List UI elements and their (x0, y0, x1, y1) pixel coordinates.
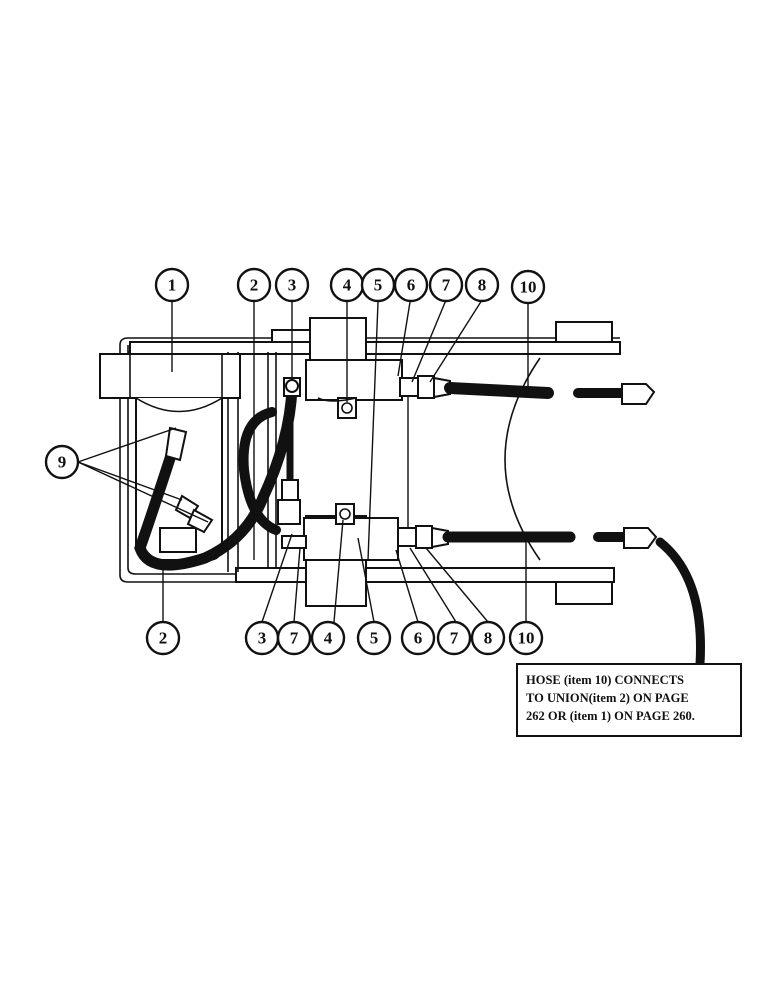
svg-text:2: 2 (250, 276, 259, 295)
svg-text:7: 7 (442, 276, 451, 295)
bottom-callouts: 2 3 7 4 5 6 7 8 (145, 620, 544, 656)
callout-top-1: 1 (154, 267, 190, 303)
callout-bottom-5: 5 (356, 620, 392, 656)
callout-top-4: 4 (329, 267, 365, 303)
callout-top-3: 3 (274, 267, 310, 303)
connecting-hose (655, 537, 705, 669)
callout-bottom-6: 6 (400, 620, 436, 656)
callout-bottom-10: 10 (508, 620, 544, 656)
svg-text:4: 4 (343, 276, 352, 295)
svg-text:8: 8 (478, 276, 487, 295)
upper-bolt-icon (341, 402, 353, 414)
svg-text:5: 5 (374, 276, 383, 295)
svg-text:9: 9 (58, 453, 67, 472)
callout-bottom-7b: 7 (436, 620, 472, 656)
svg-text:1: 1 (168, 276, 177, 295)
callout-bottom-7a: 7 (276, 620, 312, 656)
callout-bottom-4: 4 (310, 620, 346, 656)
note-line-3: 262 OR (item 1) ON PAGE 260. (526, 709, 695, 723)
callout-top-6: 6 (393, 267, 429, 303)
svg-text:10: 10 (520, 278, 537, 297)
svg-text:4: 4 (324, 629, 333, 648)
svg-text:8: 8 (484, 629, 493, 648)
callout-top-8: 8 (464, 267, 500, 303)
svg-text:2: 2 (159, 629, 168, 648)
svg-text:6: 6 (407, 276, 416, 295)
svg-text:5: 5 (370, 629, 379, 648)
svg-text:7: 7 (450, 629, 459, 648)
callout-top-7: 7 (428, 267, 464, 303)
svg-text:10: 10 (518, 629, 535, 648)
svg-text:6: 6 (414, 629, 423, 648)
note-line-1: HOSE (item 10) CONNECTS (526, 673, 684, 687)
callout-top-5: 5 (360, 267, 396, 303)
hose-connection-note: HOSE (item 10) CONNECTS TO UNION(item 2)… (516, 663, 742, 737)
callout-left-9: 9 (44, 444, 80, 480)
swing-arc (504, 357, 541, 561)
upper-valve (305, 317, 403, 419)
callout-top-2: 2 (236, 267, 272, 303)
top-callouts: 1 2 3 4 5 6 7 8 (154, 267, 546, 305)
lower-bolt-icon (339, 508, 351, 520)
svg-text:7: 7 (290, 629, 299, 648)
upper-hose-assembly (399, 375, 656, 405)
callout-bottom-3: 3 (244, 620, 280, 656)
callout-bottom-8: 8 (470, 620, 506, 656)
svg-text:3: 3 (258, 629, 267, 648)
callout-bottom-2: 2 (145, 620, 181, 656)
reservoir-hoses (134, 377, 301, 571)
note-line-2: TO UNION(item 2) ON PAGE (526, 691, 689, 705)
svg-text:3: 3 (288, 276, 297, 295)
leader-lines (77, 299, 529, 623)
lower-hose-assembly (397, 525, 658, 549)
callout-top-10: 10 (510, 269, 546, 305)
